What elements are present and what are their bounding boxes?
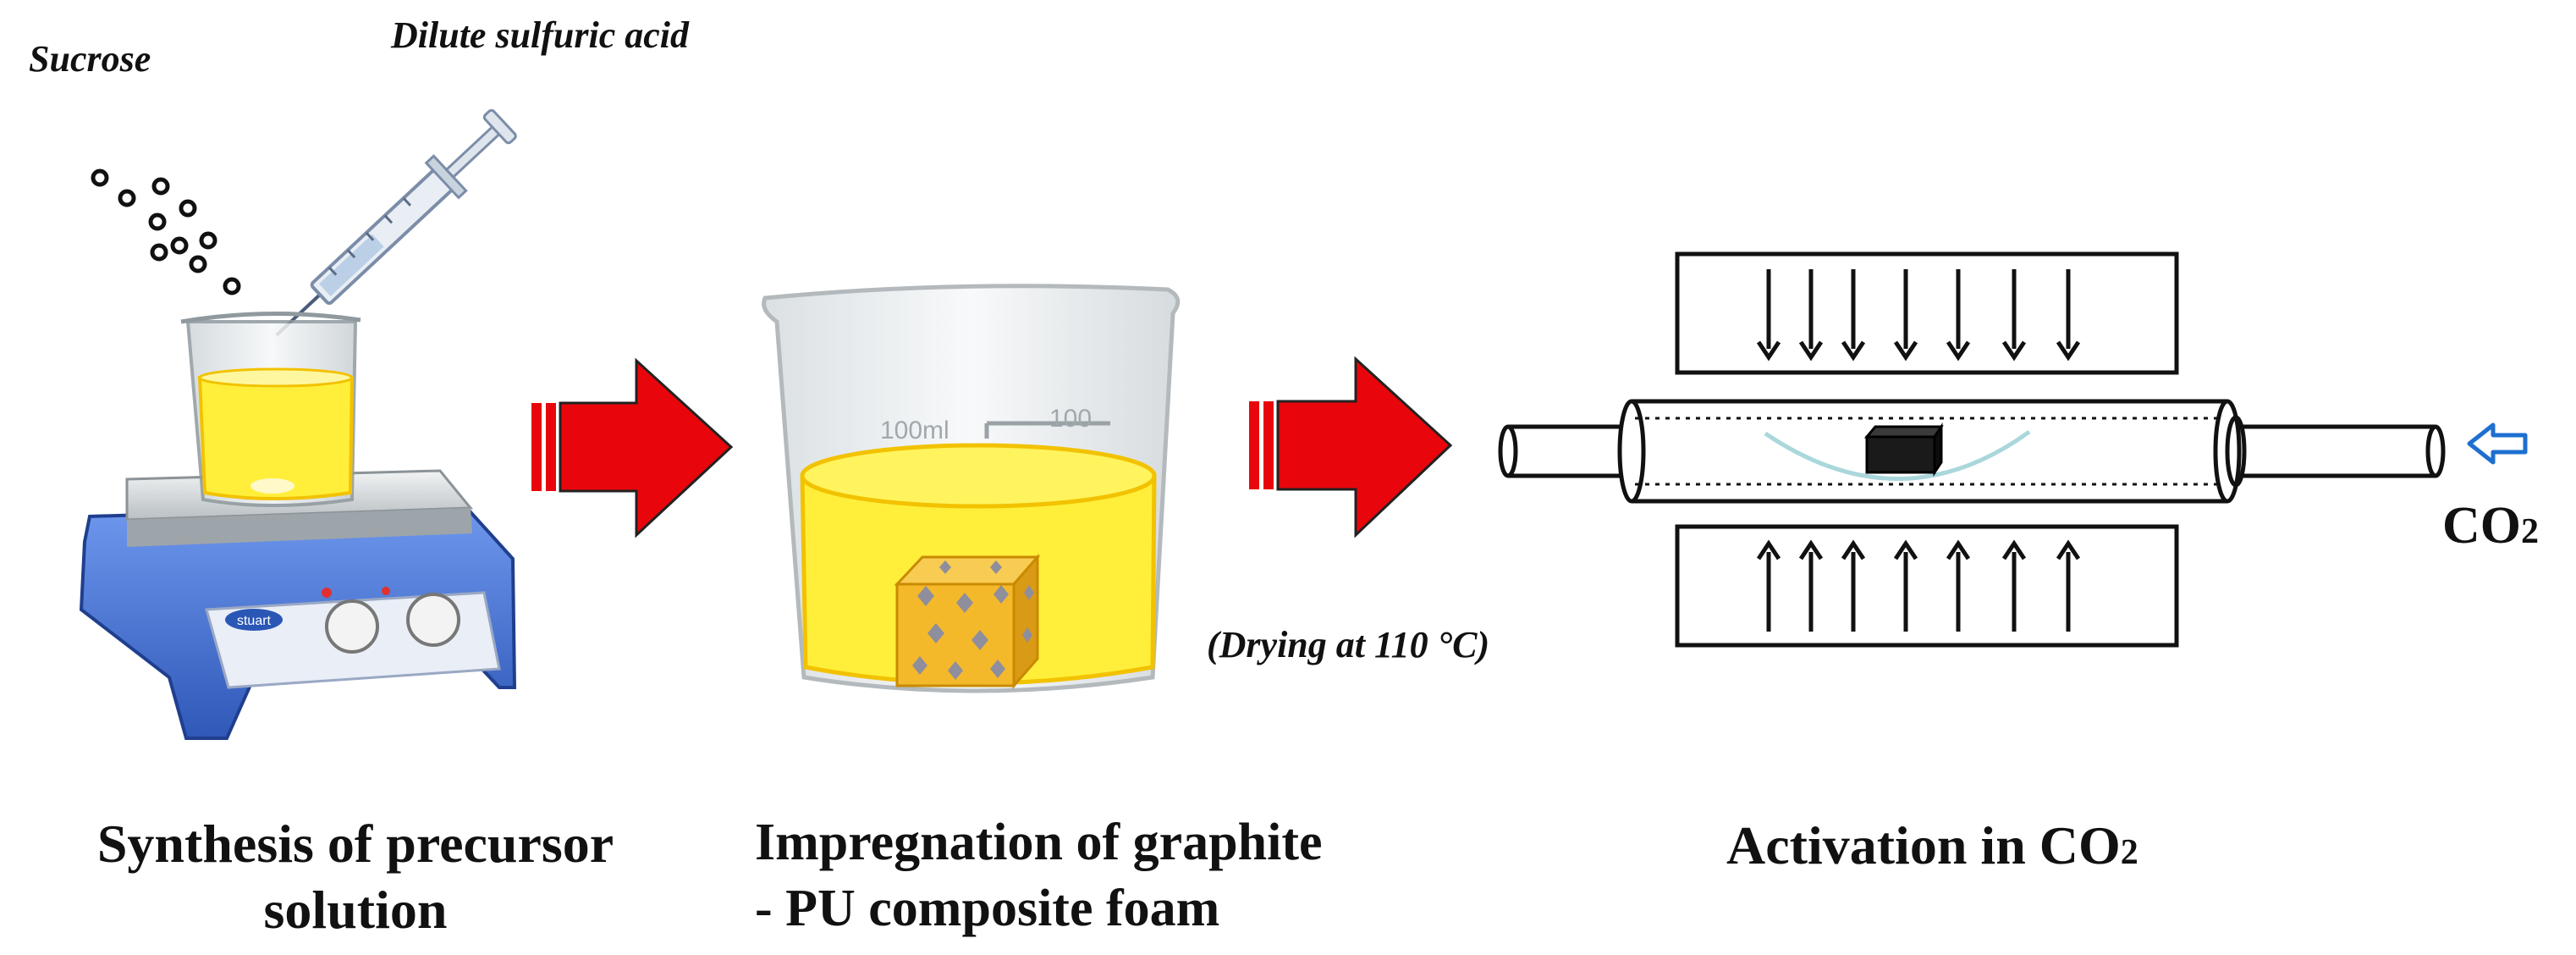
step3-caption-subscript: 2 bbox=[2120, 833, 2138, 872]
sample-boat bbox=[1764, 429, 2031, 481]
step2-caption: Impregnation of graphite - PU composite … bbox=[755, 809, 1398, 941]
precursor-beaker bbox=[180, 311, 361, 507]
brand-label: stuart bbox=[237, 614, 272, 628]
step1-caption-line2: solution bbox=[263, 880, 448, 940]
step3-caption: Activation in CO2 bbox=[1726, 813, 2138, 886]
process-arrow-1 bbox=[531, 357, 734, 538]
sucrose-label: Sucrose bbox=[29, 38, 151, 80]
co2-inflow-arrow bbox=[2467, 422, 2528, 465]
process-arrow-2 bbox=[1249, 356, 1453, 538]
scale-mark: 100 bbox=[1049, 405, 1092, 433]
step3-caption-main: Activation in CO bbox=[1726, 815, 2121, 875]
step2-caption-line2: - PU composite foam bbox=[755, 880, 1220, 937]
sucrose-granules bbox=[91, 168, 241, 295]
furnace-top-heater bbox=[1675, 251, 2179, 375]
quartz-tube bbox=[1498, 399, 2446, 504]
carbon-sample bbox=[1863, 422, 1944, 477]
heat-knob bbox=[406, 593, 460, 647]
step2-caption-line1: Impregnation of graphite bbox=[755, 814, 1323, 871]
speed-knob bbox=[325, 599, 379, 654]
co2-gas-subscript: 2 bbox=[2521, 512, 2539, 551]
drying-label: (Drying at 110 °C) bbox=[1207, 624, 1490, 665]
precursor-solution bbox=[197, 376, 355, 500]
volume-mark: 100ml bbox=[880, 417, 949, 444]
composite-foam-cube bbox=[894, 554, 1041, 689]
step1-caption-line1: Synthesis of precursor bbox=[96, 814, 614, 874]
acid-label: Dilute sulfuric acid bbox=[391, 14, 690, 56]
co2-gas-main: CO bbox=[2442, 497, 2521, 555]
step1-caption: Synthesis of precursor solution bbox=[59, 811, 652, 943]
co2-gas-label: CO2 bbox=[2442, 496, 2539, 556]
hot-plate-stirrer: stuart bbox=[79, 469, 517, 740]
furnace-bottom-heater bbox=[1675, 524, 2179, 648]
brand-badge bbox=[225, 609, 283, 631]
